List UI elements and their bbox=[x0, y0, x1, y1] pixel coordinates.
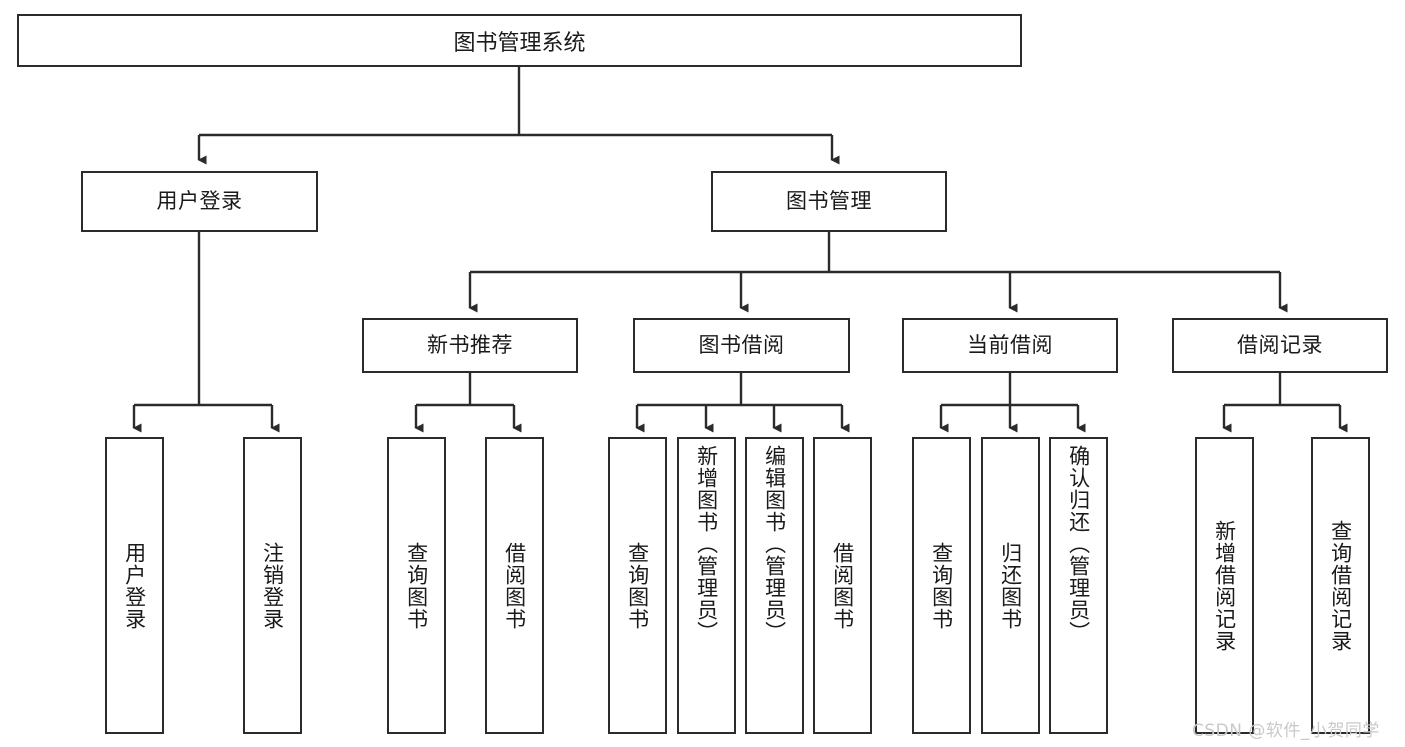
leaf-new-book-borrow[interactable]: 借阅图书 bbox=[485, 437, 544, 734]
leaf-user-login-login[interactable]: 用户登录 bbox=[105, 437, 164, 734]
watermark-credit: CSDN @软件_小贺同学 bbox=[1192, 721, 1380, 741]
leaf-text-wrap: 查询借阅记录 bbox=[1313, 439, 1368, 732]
leaf-label: 借阅图书 bbox=[502, 541, 527, 630]
leaf-label: 新增借阅记录 bbox=[1212, 519, 1237, 652]
leaf-label: 确认归还（管理员） bbox=[1066, 445, 1091, 643]
leaf-current-query-book[interactable]: 查询图书 bbox=[912, 437, 971, 734]
leaf-current-confirm-return-admin[interactable]: 确认归还（管理员） bbox=[1049, 437, 1108, 734]
leaf-text-wrap: 归还图书 bbox=[983, 439, 1038, 732]
leaf-text-wrap: 编辑图书（管理员） bbox=[747, 439, 802, 732]
node-current-borrow[interactable]: 当前借阅 bbox=[902, 318, 1118, 373]
leaf-record-add-record[interactable]: 新增借阅记录 bbox=[1195, 437, 1254, 734]
leaf-text-wrap: 用户登录 bbox=[107, 439, 162, 732]
leaf-text-wrap: 注销登录 bbox=[245, 439, 300, 732]
leaf-label: 编辑图书（管理员） bbox=[762, 445, 787, 643]
leaf-label: 借阅图书 bbox=[830, 541, 855, 630]
node-user-login[interactable]: 用户登录 bbox=[81, 171, 318, 232]
leaf-new-book-query[interactable]: 查询图书 bbox=[387, 437, 446, 734]
node-root-system[interactable]: 图书管理系统 bbox=[17, 14, 1022, 67]
leaf-label: 归还图书 bbox=[998, 541, 1023, 630]
leaf-label: 查询图书 bbox=[929, 541, 954, 630]
leaf-label: 查询图书 bbox=[404, 541, 429, 630]
leaf-text-wrap: 新增借阅记录 bbox=[1197, 439, 1252, 732]
node-book-management[interactable]: 图书管理 bbox=[711, 171, 947, 232]
leaf-text-wrap: 借阅图书 bbox=[815, 439, 870, 732]
leaf-text-wrap: 查询图书 bbox=[914, 439, 969, 732]
node-borrow-record[interactable]: 借阅记录 bbox=[1172, 318, 1388, 373]
leaf-text-wrap: 确认归还（管理员） bbox=[1051, 439, 1106, 732]
leaf-borrow-query-book[interactable]: 查询图书 bbox=[608, 437, 667, 734]
leaf-label: 查询借阅记录 bbox=[1328, 519, 1353, 652]
leaf-record-query-record[interactable]: 查询借阅记录 bbox=[1311, 437, 1370, 734]
leaf-label: 用户登录 bbox=[122, 541, 147, 630]
node-new-book-recommend[interactable]: 新书推荐 bbox=[362, 318, 578, 373]
leaf-text-wrap: 查询图书 bbox=[389, 439, 444, 732]
leaf-current-return-book[interactable]: 归还图书 bbox=[981, 437, 1040, 734]
leaf-text-wrap: 借阅图书 bbox=[487, 439, 542, 732]
leaf-label: 注销登录 bbox=[260, 541, 285, 630]
leaf-borrow-edit-book-admin[interactable]: 编辑图书（管理员） bbox=[745, 437, 804, 734]
leaf-text-wrap: 新增图书（管理员） bbox=[679, 439, 734, 732]
leaf-borrow-borrow-book[interactable]: 借阅图书 bbox=[813, 437, 872, 734]
leaf-text-wrap: 查询图书 bbox=[610, 439, 665, 732]
leaf-label: 新增图书（管理员） bbox=[694, 445, 719, 643]
leaf-borrow-add-book-admin[interactable]: 新增图书（管理员） bbox=[677, 437, 736, 734]
leaf-label: 查询图书 bbox=[625, 541, 650, 630]
node-book-borrow[interactable]: 图书借阅 bbox=[633, 318, 850, 373]
leaf-user-login-logout[interactable]: 注销登录 bbox=[243, 437, 302, 734]
